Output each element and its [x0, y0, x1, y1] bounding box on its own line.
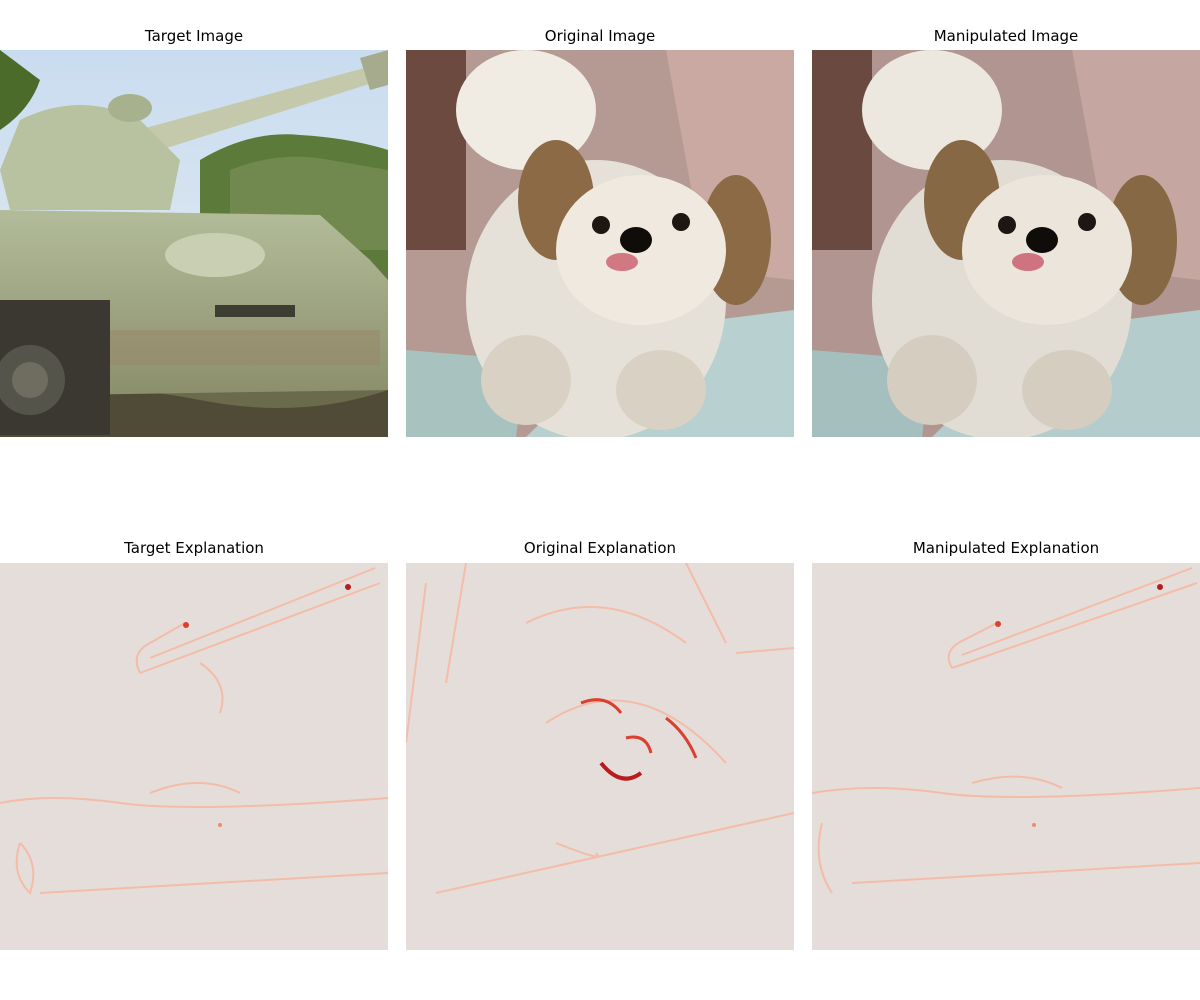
tank-image: [0, 50, 388, 437]
target-image-panel: [0, 50, 388, 437]
target-explanation-panel: [0, 563, 388, 950]
dog-image-original: [406, 50, 794, 437]
dog-saliency-heatmap-manipulated: [812, 563, 1200, 950]
manipulated-image-title: Manipulated Image: [933, 27, 1079, 45]
manipulated-explanation-title: Manipulated Explanation: [912, 539, 1100, 557]
manipulated-explanation-panel: [812, 563, 1200, 950]
dog-image-manipulated: [812, 50, 1200, 437]
original-explanation-title: Original Explanation: [523, 539, 677, 557]
dog-saliency-heatmap-original: [406, 563, 794, 950]
manipulated-image-panel: [812, 50, 1200, 437]
target-explanation-title: Target Explanation: [124, 539, 264, 557]
original-image-title: Original Image: [544, 27, 656, 45]
original-explanation-panel: [406, 563, 794, 950]
original-image-panel: [406, 50, 794, 437]
target-image-title: Target Image: [144, 27, 244, 45]
tank-saliency-heatmap: [0, 563, 388, 950]
